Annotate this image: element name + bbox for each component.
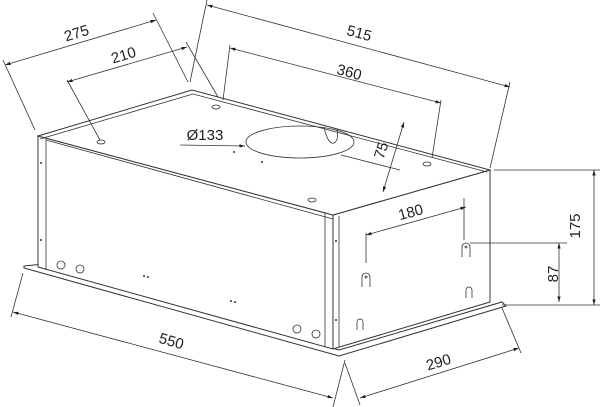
dim-label-175: 175 (567, 213, 584, 238)
mount-holes (56, 104, 432, 339)
dim-label-diameter: Ø133 (187, 127, 224, 144)
dim-label-515: 515 (345, 22, 374, 45)
screw-dots (40, 151, 337, 321)
side-mount-slots (356, 242, 473, 330)
dim-label-75: 75 (371, 140, 392, 161)
dim-label-550: 550 (157, 330, 186, 353)
dim-label-290: 290 (424, 351, 453, 375)
dim-label-87: 87 (545, 266, 562, 283)
dim-label-275: 275 (62, 22, 91, 46)
duct-hole (245, 125, 355, 159)
dim-label-210: 210 (109, 44, 138, 68)
top-face (36, 89, 492, 216)
dim-label-180: 180 (397, 201, 426, 224)
dim-label-360: 360 (335, 61, 364, 84)
